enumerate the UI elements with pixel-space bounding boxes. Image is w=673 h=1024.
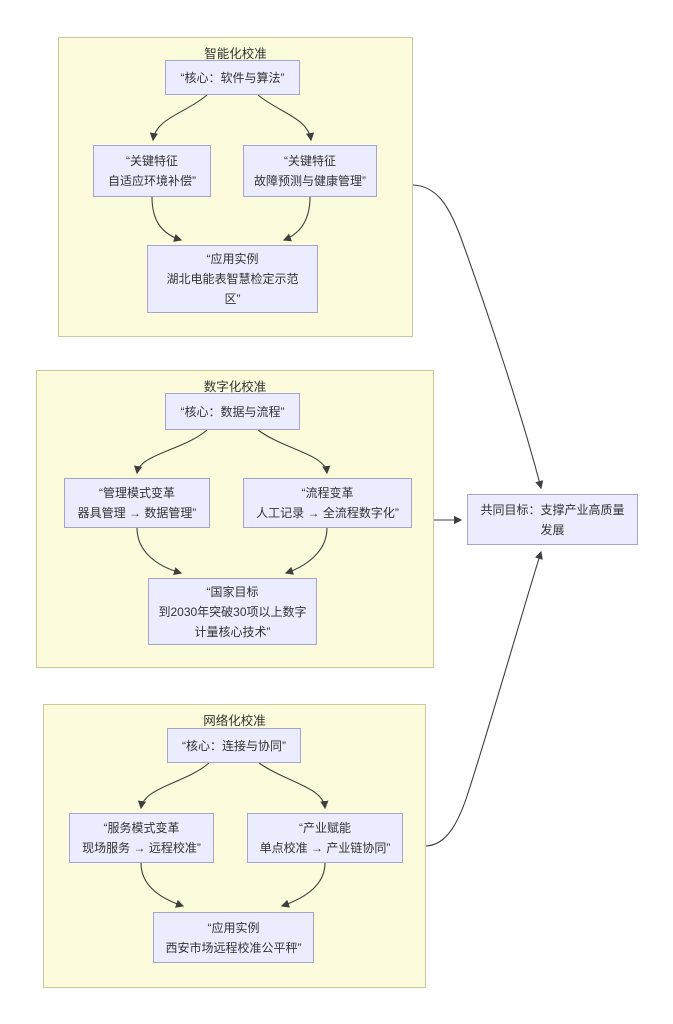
subgraph-title-network: 网络化校准 — [203, 714, 266, 728]
node-management-model-change: “管理模式变革 器具管理 → 数据管理” — [64, 478, 210, 528]
node-core-software-algorithms: “核心：软件与算法” — [165, 60, 300, 95]
node-feature-fault-prediction: “关键特征 故障预测与健康管理” — [243, 145, 377, 197]
node-example-xian-scale: “应用实例 西安市场远程校准公平秤” — [153, 912, 314, 963]
subgraph-title-digital: 数字化校准 — [203, 380, 267, 394]
node-industry-empowerment: “产业赋能 单点校准 → 产业链协同” — [247, 813, 403, 863]
node-feature-adaptive-compensation: “关键特征 自适应环境补偿” — [93, 145, 211, 197]
node-national-goal-2030: “国家目标 到2030年突破30项以上数字 计量核心技术” — [148, 578, 317, 645]
node-core-data-process: “核心：数据与流程” — [165, 393, 300, 430]
node-example-hubei-meter: “应用实例 湖北电能表智慧检定示范 区” — [147, 245, 318, 313]
node-common-goal: 共同目标：支撑产业高质量 发展 — [467, 494, 638, 545]
edge-section3-to-goal — [425, 550, 543, 847]
node-core-connection-collaboration: “核心：连接与协同” — [167, 728, 301, 763]
subgraph-title-intelligent: 智能化校准 — [204, 47, 267, 61]
node-service-model-change: “服务模式变革 现场服务 → 远程校准” — [69, 813, 214, 863]
node-process-change: “流程变革 人工记录 → 全流程数字化” — [243, 478, 412, 528]
